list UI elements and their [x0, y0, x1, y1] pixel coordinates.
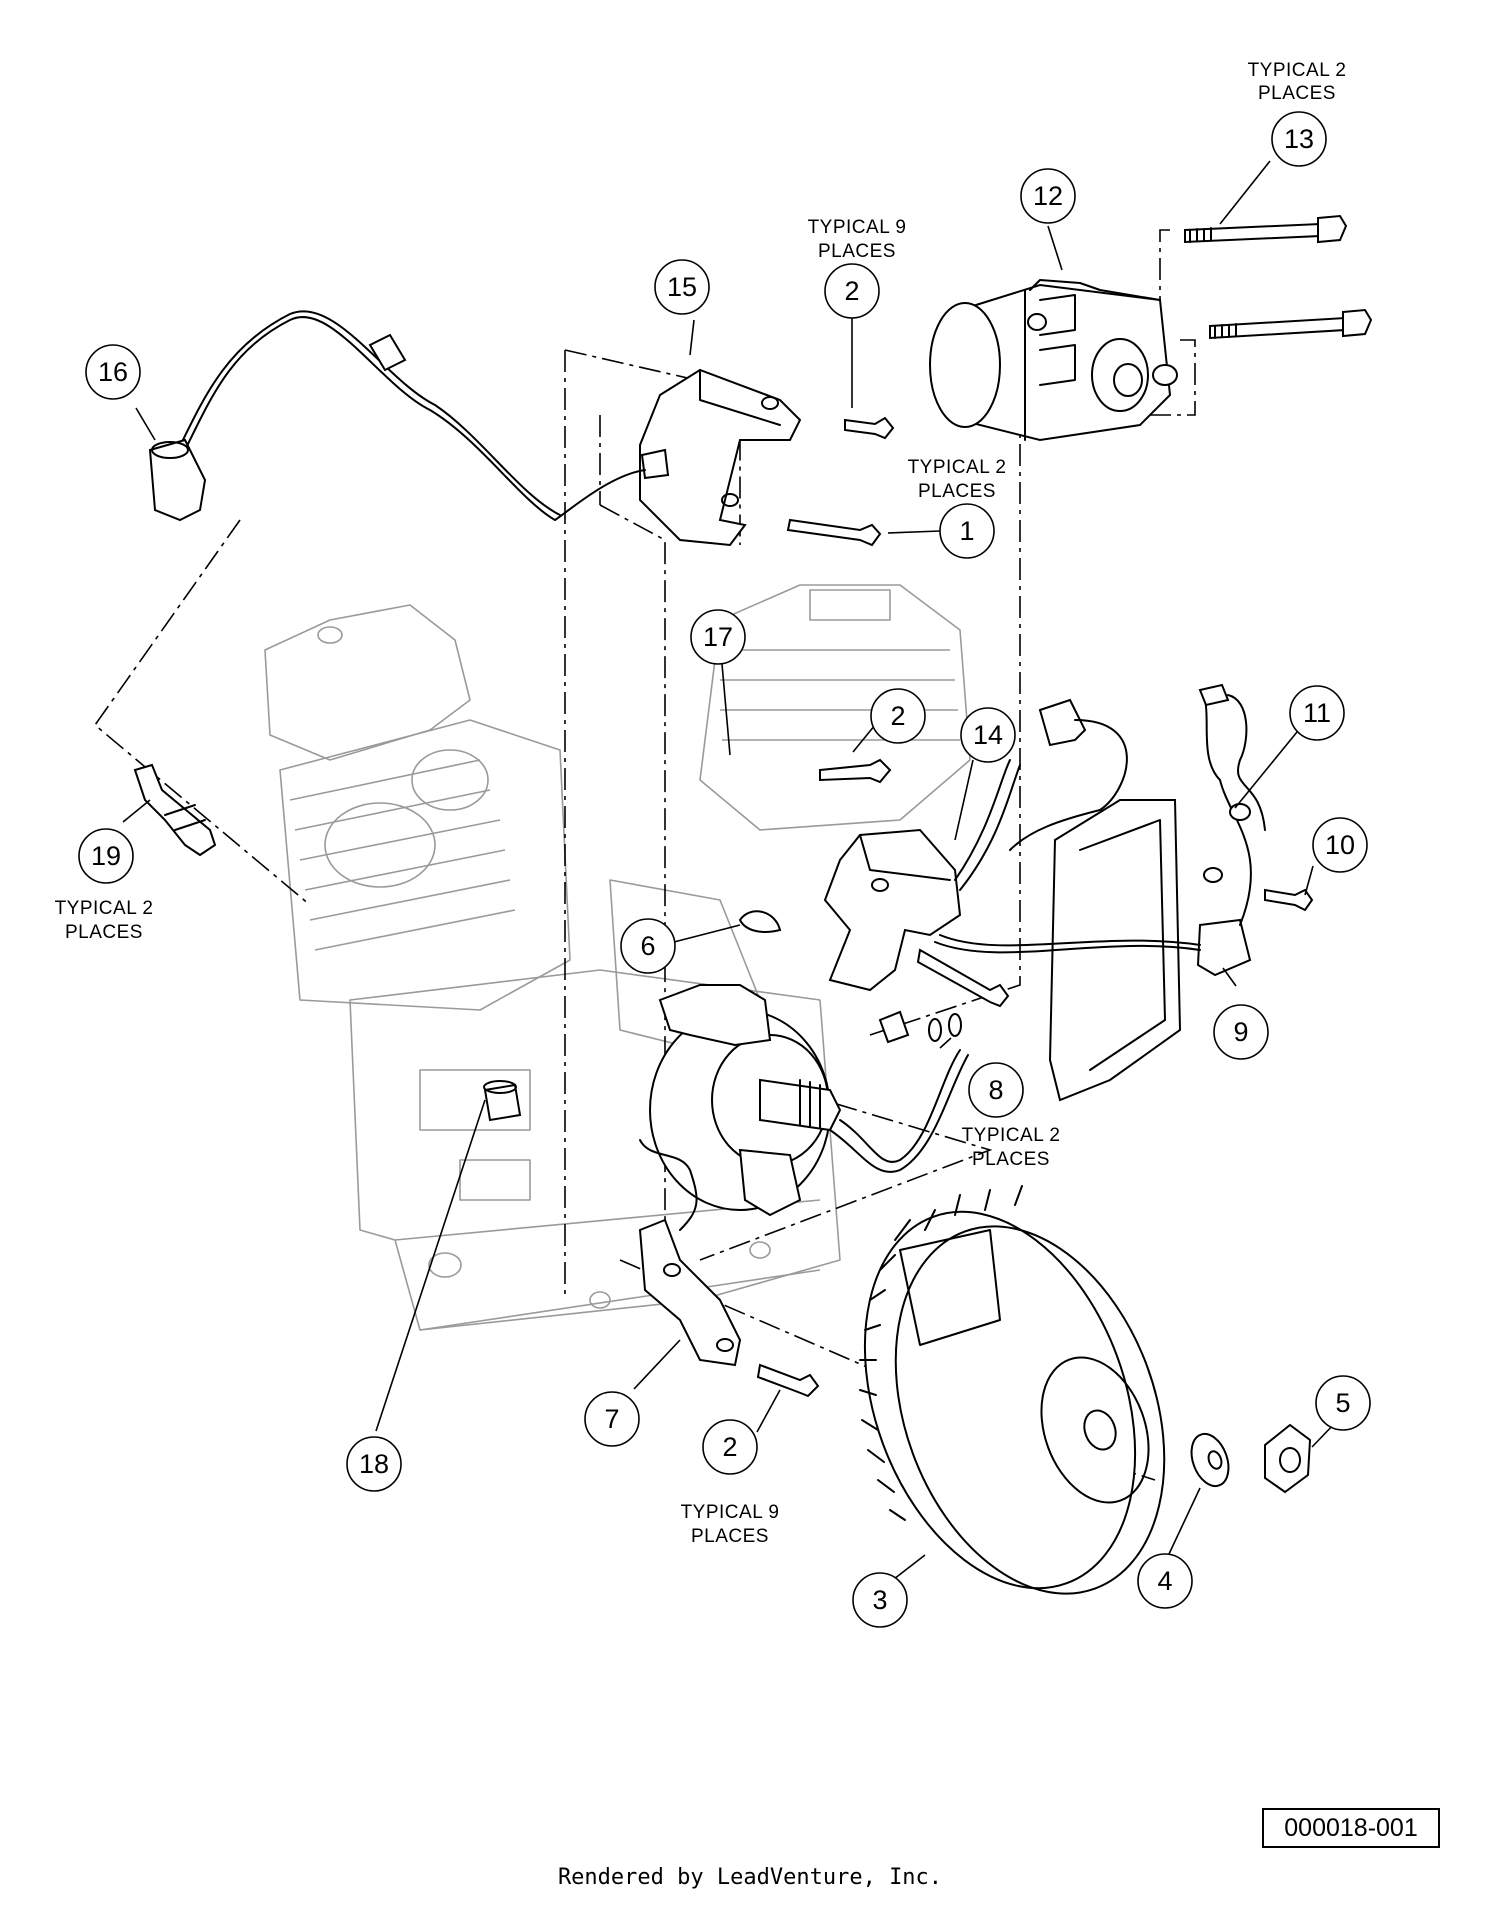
washer	[1190, 1432, 1230, 1488]
callout-number: 4	[1157, 1566, 1172, 1596]
callout-4: 4	[1137, 1553, 1193, 1609]
callout-number: 16	[98, 357, 128, 387]
bolt-2-lower	[756, 1363, 820, 1398]
note-line: PLACES	[918, 481, 996, 502]
drawing-number: 000018-001	[1262, 1808, 1440, 1848]
bolt-1	[786, 518, 882, 547]
callout-12: 12	[1020, 168, 1076, 224]
callout-2-top: 2	[824, 263, 880, 319]
note-line: PLACES	[818, 241, 896, 262]
callout-number: 2	[890, 701, 905, 731]
starter-bolts	[1184, 214, 1373, 340]
note-line: TYPICAL 2	[908, 457, 1007, 478]
woodruff-key	[738, 910, 782, 933]
callout-number: 15	[667, 272, 697, 302]
callout-5: 5	[1315, 1375, 1371, 1431]
callout-number: 11	[1303, 698, 1331, 728]
callout-15: 15	[654, 259, 710, 315]
callout-number: 19	[91, 841, 121, 871]
callout-14: 14	[960, 707, 1016, 763]
callout-number: 2	[722, 1432, 737, 1462]
spark-plug-boot	[148, 438, 207, 522]
callout-8: 8	[968, 1062, 1024, 1118]
note-19-typical-2: TYPICAL 2 PLACES	[55, 898, 154, 943]
note-line: PLACES	[972, 1149, 1050, 1170]
connector-8	[878, 1010, 910, 1044]
note-1-typical-2: TYPICAL 2 PLACES	[908, 457, 1007, 502]
stator	[649, 984, 969, 1217]
note-2-typical-9-top: TYPICAL 9 PLACES	[808, 217, 907, 262]
leader-lines	[122, 160, 1338, 1580]
grommet-11	[1198, 683, 1266, 831]
callout-2-middle: 2	[870, 688, 926, 744]
note-line: TYPICAL 2	[55, 898, 154, 919]
note-2-typical-9-bottom: TYPICAL 9 PLACES	[681, 1502, 780, 1547]
callout-16: 16	[85, 344, 141, 400]
callout-number: 1	[959, 516, 974, 546]
bracket-7	[638, 1139, 742, 1367]
callout-number: 14	[973, 720, 1003, 750]
wire-terminals	[928, 1013, 962, 1042]
callout-number: 3	[872, 1585, 887, 1615]
bolt-10	[1264, 888, 1314, 912]
callout-number: 17	[703, 622, 733, 652]
callout-10: 10	[1312, 817, 1368, 873]
callout-number: 12	[1033, 181, 1063, 211]
flywheel-nut	[1264, 1423, 1312, 1494]
note-8-typical-2: TYPICAL 2 PLACES	[962, 1125, 1061, 1170]
temperature-sender	[483, 1080, 522, 1122]
callout-number: 6	[640, 931, 655, 961]
callout-number: 13	[1284, 124, 1314, 154]
note-line: PLACES	[691, 1526, 769, 1547]
note-13-typical-2: TYPICAL 2 PLACES	[1248, 60, 1347, 104]
spark-plug	[133, 763, 217, 857]
callout-number: 8	[988, 1075, 1003, 1105]
callout-number: 9	[1233, 1017, 1248, 1047]
note-line: TYPICAL 2	[1248, 60, 1347, 81]
callout-6: 6	[620, 918, 676, 974]
flywheel	[859, 1185, 1166, 1595]
note-line: PLACES	[65, 922, 143, 943]
callout-7: 7	[584, 1391, 640, 1447]
callout-1: 1	[939, 503, 995, 559]
note-line: TYPICAL 9	[808, 217, 907, 238]
bolt-14	[916, 948, 1010, 1008]
callout-18: 18	[346, 1436, 402, 1492]
callout-9: 9	[1213, 1004, 1269, 1060]
bolt-17	[819, 758, 892, 784]
render-credit: Rendered by LeadVenture, Inc.	[557, 1865, 943, 1890]
callout-3: 3	[852, 1572, 908, 1628]
note-line: TYPICAL 2	[962, 1125, 1061, 1146]
bolt-2-upper	[844, 416, 895, 440]
ignition-module-bracket	[934, 699, 1252, 1102]
callout-2-bottom: 2	[702, 1419, 758, 1475]
callout-17: 17	[690, 609, 746, 665]
callout-number: 5	[1335, 1388, 1350, 1418]
callout-11: 11	[1289, 685, 1345, 741]
note-line: PLACES	[1258, 83, 1336, 104]
note-line: TYPICAL 9	[681, 1502, 780, 1523]
callout-number: 18	[359, 1449, 389, 1479]
callout-number: 10	[1325, 830, 1355, 860]
callout-13: 13	[1271, 111, 1327, 167]
starter-motor	[929, 279, 1178, 442]
callout-number: 2	[844, 276, 859, 306]
ignition-coil-upper	[179, 310, 802, 547]
callout-number: 7	[604, 1404, 619, 1434]
ignition-coil-lower	[823, 698, 1128, 992]
callout-19: 19	[78, 828, 134, 884]
